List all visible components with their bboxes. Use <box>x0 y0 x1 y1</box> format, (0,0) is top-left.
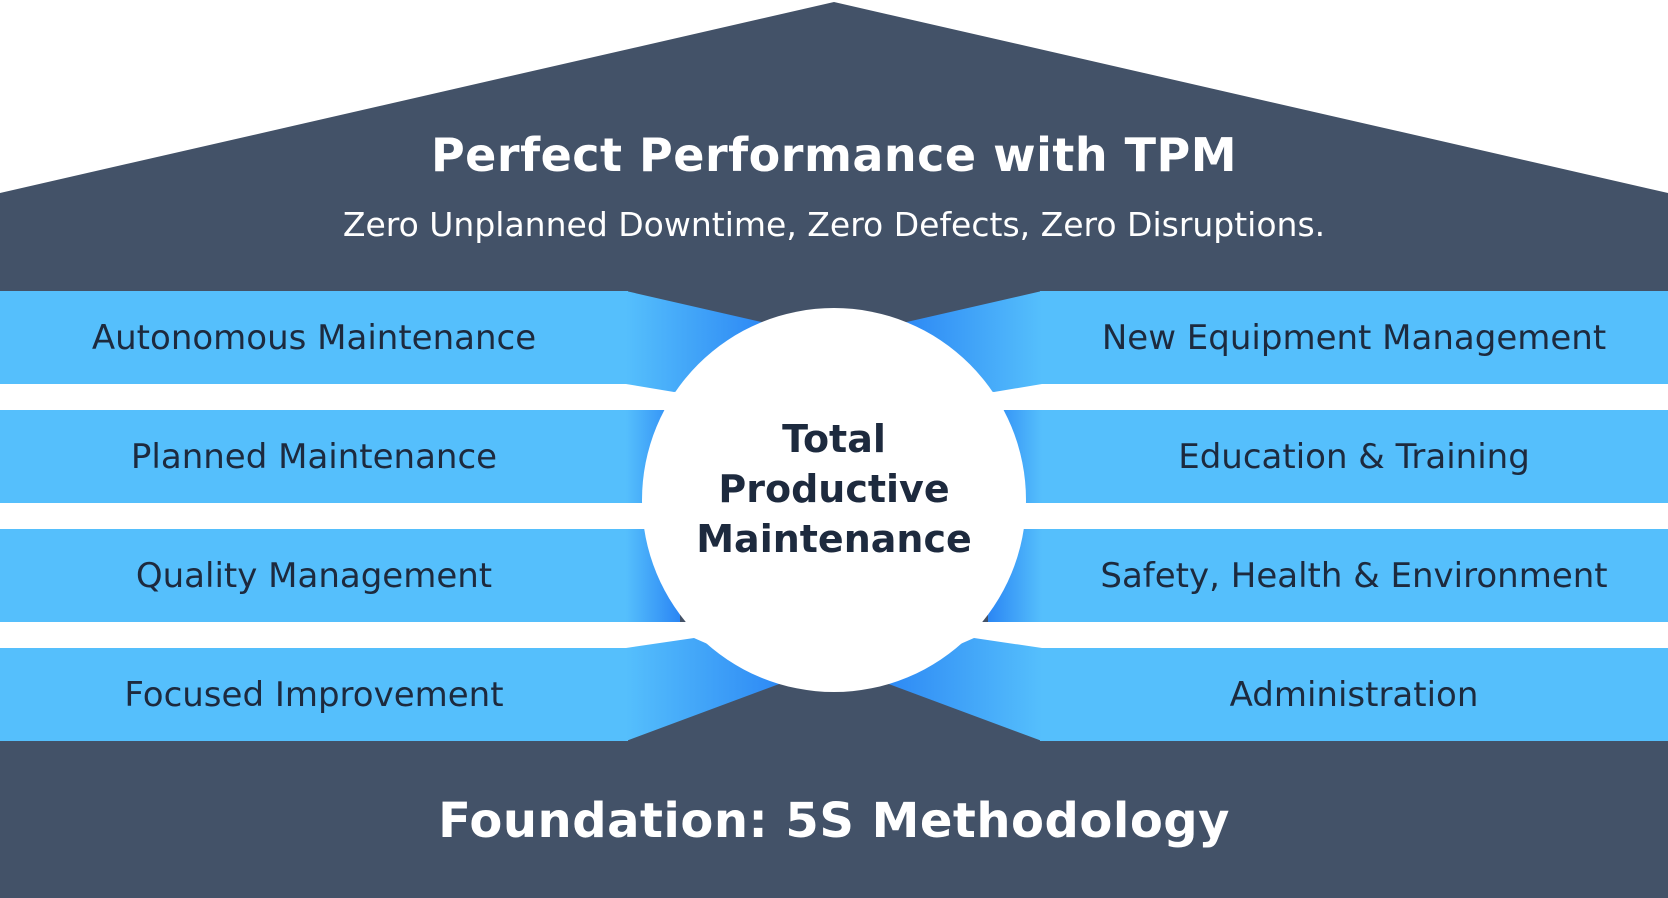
pillar-left-4 <box>0 638 790 741</box>
roof-title: Perfect Performance with TPM <box>430 128 1238 182</box>
pillar-right-3 <box>988 529 1668 622</box>
hub-circle <box>642 308 1026 692</box>
pillar-label-autonomous-maintenance: Autonomous Maintenance <box>91 318 537 358</box>
hub-line-productive: Productive <box>718 467 950 511</box>
roof-subtitle: Zero Unplanned Downtime, Zero Defects, Z… <box>342 205 1326 244</box>
pillar-left-3 <box>0 529 680 622</box>
pillar-label-safety-health-environment: Safety, Health & Environment <box>1100 556 1608 596</box>
pillar-left-1 <box>0 291 770 392</box>
pillar-left-2 <box>0 410 680 503</box>
hub-title: Total Productive Maintenance <box>634 414 1034 564</box>
hub-line-total: Total <box>782 417 886 461</box>
pillar-label-education-training: Education & Training <box>1178 437 1530 477</box>
pillar-label-administration: Administration <box>1229 675 1479 715</box>
pillar-right-1 <box>898 291 1668 392</box>
pillar-label-planned-maintenance: Planned Maintenance <box>130 437 498 477</box>
pillar-right-4 <box>878 638 1668 741</box>
pillar-label-new-equipment-management: New Equipment Management <box>1101 318 1607 358</box>
pillar-label-focused-improvement: Focused Improvement <box>124 675 504 715</box>
hub-line-maintenance: Maintenance <box>696 517 972 561</box>
pillar-label-quality-management: Quality Management <box>135 556 493 596</box>
foundation-label: Foundation: 5S Methodology <box>438 793 1230 849</box>
